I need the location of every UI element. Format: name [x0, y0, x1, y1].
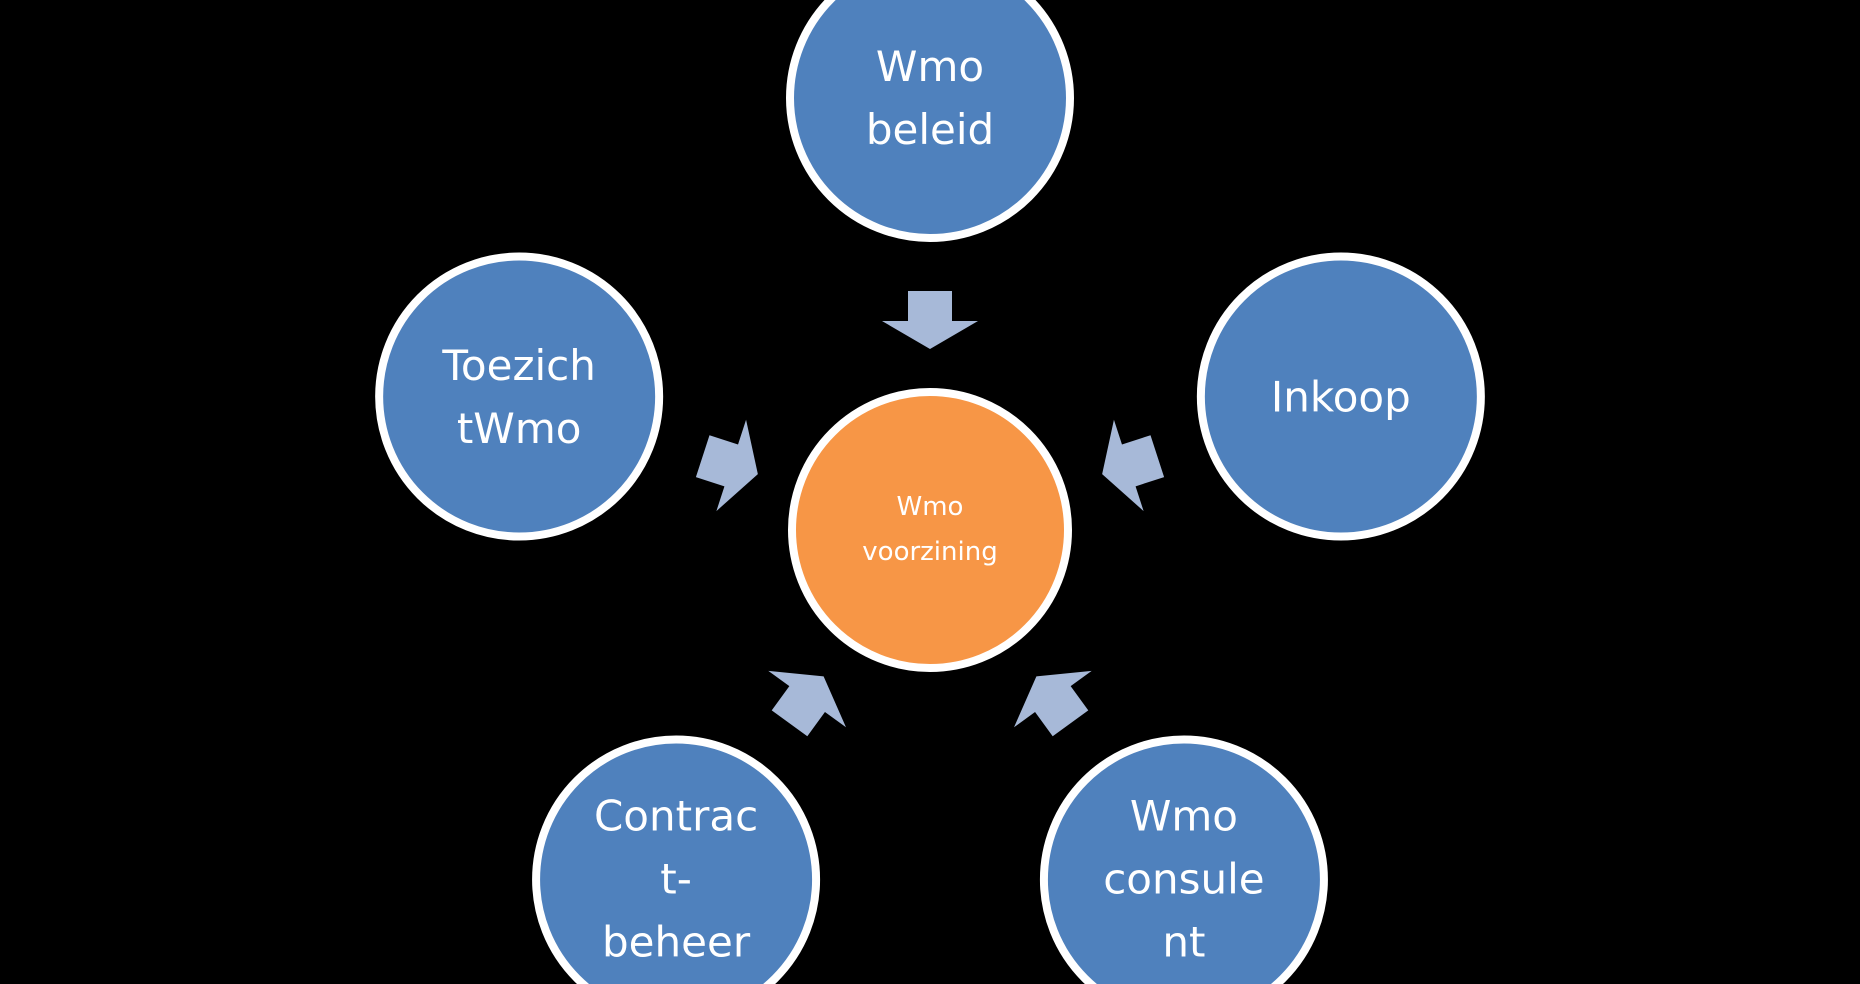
- wmo-beleid-circle: [786, 0, 1074, 242]
- wmo-beleid-label-line: beleid: [865, 105, 995, 154]
- toezicht-wmo-label-line: Toezich: [442, 340, 596, 390]
- arrows-group: [695, 291, 1165, 737]
- inkoop-label: Inkoop: [1271, 365, 1411, 428]
- wmo-consulent-label-line: nt: [1162, 917, 1206, 967]
- contractbeheer-label: Contrac t-beheer: [594, 785, 758, 974]
- wmo-consulent-label: Wmo consule nt: [1103, 785, 1264, 974]
- toezicht-wmo-label-line: tWmo: [456, 403, 582, 453]
- wmo-consulent-circle: [1039, 735, 1328, 984]
- contractbeheer-label-line: Contrac: [593, 791, 759, 841]
- wmo-beleid-arrow: [882, 291, 978, 349]
- wmo-beleid-label-line: Wmo: [875, 42, 985, 91]
- wmo-consulent-label-line: Wmo: [1129, 791, 1238, 841]
- wmo-voorziening-label-line: Wmo: [896, 492, 964, 522]
- contractbeheer-arrow: [768, 670, 846, 737]
- wmo-voorziening-label-line: voorzining: [862, 537, 998, 567]
- toezicht-wmo-label: Toezich tWmo: [442, 334, 595, 460]
- toezicht-wmo-arrow: [695, 419, 758, 512]
- toezicht-wmo-circle: [375, 252, 664, 541]
- contractbeheer-label-line: beheer: [602, 917, 751, 967]
- inkoop-circle: [1196, 252, 1485, 541]
- inkoop-arrow: [1102, 419, 1165, 512]
- wmo-voorziening-label: Wmo voorzining: [862, 485, 997, 575]
- contractbeheer-circle: [532, 735, 821, 984]
- wmo-beleid-label: Wmo beleid: [866, 35, 994, 161]
- wmo-voorziening-circle: [788, 388, 1072, 672]
- wmo-consulent-label-line: consule: [1103, 854, 1265, 904]
- inkoop-label-line: Inkoop: [1270, 372, 1411, 421]
- wmo-consulent-arrow: [1014, 670, 1092, 737]
- contractbeheer-label-line: t-: [660, 854, 692, 904]
- circles-group: [375, 0, 1485, 984]
